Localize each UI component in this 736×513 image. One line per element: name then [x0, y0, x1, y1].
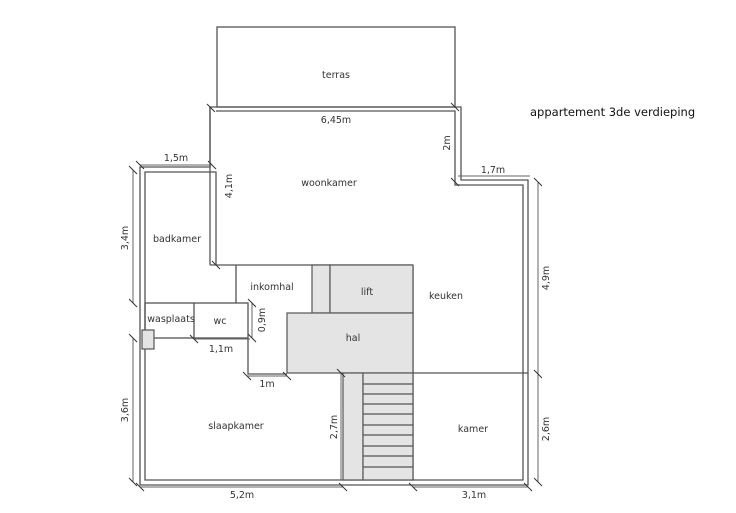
staircase	[342, 372, 414, 481]
dim-slaapkamer-width: 5,2m	[230, 490, 254, 501]
dim-terras-offset: 2m	[442, 135, 453, 150]
room-label-inkomhal: inkomhal	[250, 282, 293, 293]
room-label-badkamer: badkamer	[153, 234, 201, 245]
room-label-terras: terras	[322, 70, 350, 81]
room-label-hal: hal	[346, 333, 360, 344]
dim-wc-height: 0,9m	[257, 308, 268, 332]
dim-stairs-length: 2,7m	[329, 415, 340, 439]
dim-slaapkamer-height: 3,6m	[120, 398, 131, 422]
dim-hal-offset: 1m	[259, 379, 274, 390]
dim-badkamer-width: 1,5m	[164, 153, 188, 164]
dim-badkamer-height: 3,4m	[120, 226, 131, 250]
room-label-kamer: kamer	[458, 424, 488, 435]
shaft-square	[141, 329, 155, 350]
dim-woonkamer-width: 6,45m	[321, 115, 351, 126]
dim-kamer-height: 2,6m	[541, 417, 552, 441]
lift	[329, 264, 414, 314]
room-label-slaapkamer: slaapkamer	[208, 421, 264, 432]
room-label-woonkamer: woonkamer	[301, 178, 357, 189]
terras-area	[216, 26, 456, 108]
room-label-wasplaats: wasplaats	[147, 314, 195, 325]
dimension-lines	[128, 102, 543, 492]
room-label-keuken: keuken	[429, 291, 463, 302]
room-label-lift: lift	[361, 287, 373, 298]
hal	[286, 312, 414, 374]
dim-woonkamer-height: 4,1m	[224, 174, 235, 198]
dim-keuken-height: 4,9m	[541, 266, 552, 290]
dim-wc-width: 1,1m	[209, 344, 233, 355]
dim-kamer-width: 3,1m	[462, 490, 486, 501]
lift-shaft-strip	[311, 264, 331, 314]
plan-title: appartement 3de verdieping	[530, 105, 695, 119]
room-label-wc: wc	[214, 316, 227, 327]
dim-keuken-offset: 1,7m	[481, 165, 505, 176]
